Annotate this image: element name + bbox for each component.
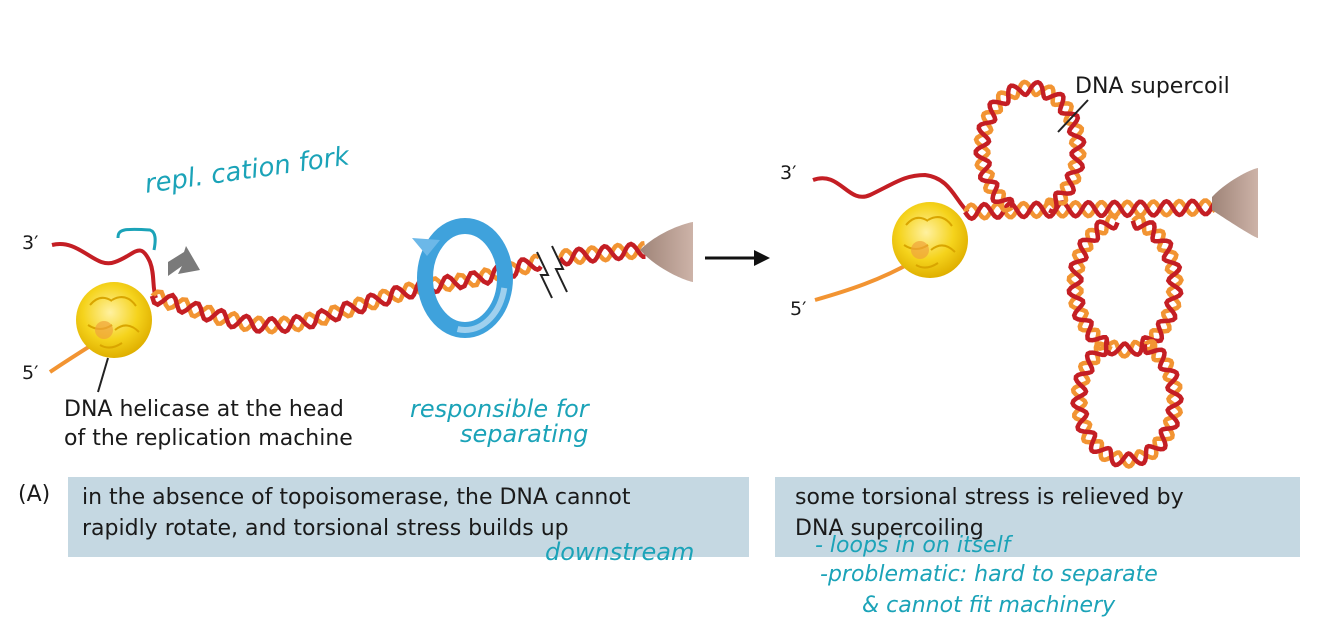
panel-letter: (A) (18, 482, 51, 507)
helix-strand-orange (1066, 213, 1184, 359)
note-problematic: -problematic: hard to separate (820, 562, 1158, 587)
label-3prime-right: 3′ (780, 162, 797, 184)
helix-strand-red (963, 198, 1217, 222)
dna-helicase-right (892, 202, 968, 278)
transition-arrow-head (754, 250, 770, 266)
note-cannot-fit: & cannot fit machinery (862, 593, 1116, 618)
helix-strand-red (149, 257, 543, 335)
supercoil-loops (973, 79, 1184, 469)
helix-strand-red (558, 241, 646, 267)
caption-box-left (68, 477, 749, 557)
supercoil-label: DNA supercoil (1075, 74, 1230, 99)
label-3prime-left: 3′ (22, 232, 39, 254)
note-responsible-line2: separating (460, 420, 589, 448)
label-5prime-left: 5′ (22, 362, 39, 384)
label-5prime-right: 5′ (790, 298, 807, 320)
anchor-cone-left (640, 222, 693, 282)
dna-helicase (76, 282, 152, 358)
fork-direction-arrow (168, 246, 200, 276)
anchor-cone-right (1212, 168, 1258, 238)
strand-3prime-right (812, 172, 970, 214)
note-downstream: downstream (545, 538, 695, 566)
helix-strand-red (1070, 339, 1184, 468)
note-responsible-line1: responsible for (410, 395, 589, 423)
caption-left-line2: rapidly rotate, and torsional stress bui… (82, 516, 569, 541)
helix-strand-red (1066, 219, 1184, 357)
helicase-pointer-line (97, 357, 109, 393)
strand-5prime-right (814, 260, 913, 302)
helicase-label-line2: of the replication machine (64, 426, 353, 451)
caption-left-line1: in the absence of topoisomerase, the DNA… (82, 485, 631, 510)
dna-duplex-left (149, 240, 646, 335)
handwritten-bracket (116, 227, 157, 251)
helix-strand-red (973, 79, 1087, 214)
helicase-label-line1: DNA helicase at the head (64, 397, 344, 422)
caption-right-line2: DNA supercoiling (795, 516, 984, 541)
note-loops-in: - loops in on itself (815, 533, 1011, 558)
caption-box-right (775, 477, 1300, 557)
rotation-arrow (412, 218, 513, 338)
break-mark (551, 245, 568, 293)
dna-duplex-right (963, 198, 1218, 222)
caption-right-line1: some torsional stress is relieved by (795, 485, 1184, 510)
supercoil-pointer-line (1057, 99, 1089, 133)
break-mark (536, 251, 553, 299)
strand-3prime-left (51, 242, 158, 299)
